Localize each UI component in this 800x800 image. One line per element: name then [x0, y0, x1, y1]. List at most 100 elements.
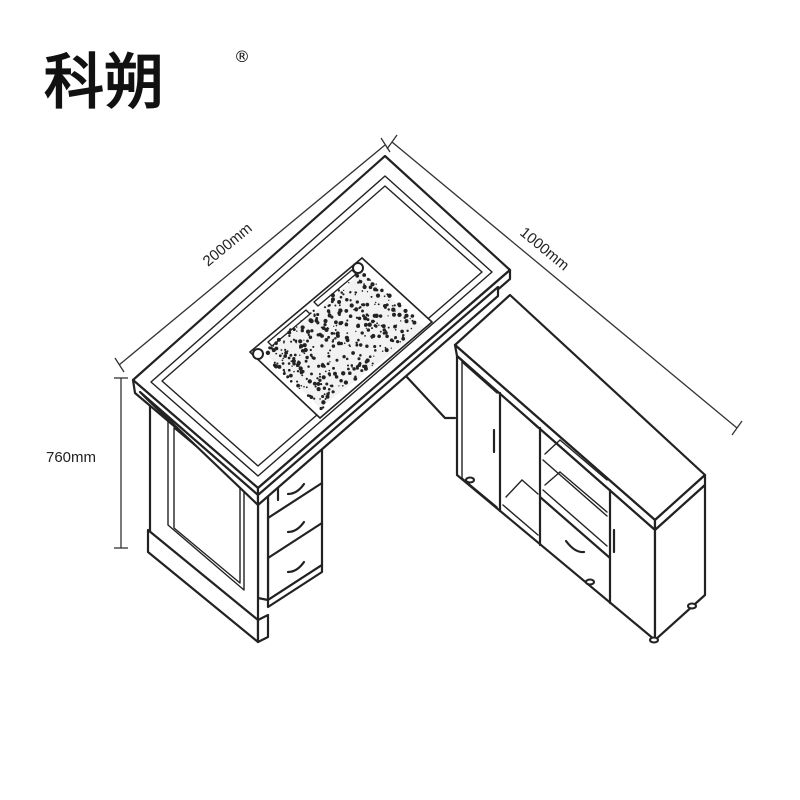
pad-speckle — [382, 328, 387, 332]
pad-speckle — [362, 364, 366, 369]
pad-speckle — [349, 303, 354, 308]
brand-logo: 科朔 ® — [44, 47, 250, 118]
pad-speckle — [377, 334, 381, 339]
pad-speckle — [307, 355, 309, 358]
pad-speckle — [307, 379, 312, 384]
pad-speckle — [318, 372, 321, 376]
pad-speckle — [296, 380, 299, 383]
pad-speckle — [365, 344, 369, 348]
pad-speckle — [292, 356, 296, 361]
pad-speckle — [343, 289, 345, 292]
pad-speckle — [290, 340, 293, 343]
pad-speckle — [410, 314, 415, 318]
pad-speckle — [332, 366, 335, 370]
height-label: 760mm — [46, 449, 96, 466]
pad-speckle — [338, 308, 343, 313]
pad-speckle — [316, 321, 320, 325]
pad-speckle — [361, 309, 364, 313]
pad-speckle — [310, 355, 313, 358]
pad-speckle — [324, 327, 329, 333]
pad-speckle — [320, 344, 324, 348]
pad-speckle — [334, 375, 339, 379]
pad-speckle — [281, 359, 284, 362]
cabinet-drawer-handle — [564, 539, 586, 554]
pad-speckle — [354, 293, 357, 296]
pad-speckle — [305, 355, 309, 360]
pad-speckle — [323, 306, 327, 309]
pad-speckle — [310, 329, 314, 333]
pad-speckle — [338, 385, 340, 387]
pad-speckle — [391, 304, 394, 307]
pad-speckle — [318, 378, 322, 383]
pad-speckle — [350, 364, 354, 367]
pad-speckle — [298, 366, 303, 371]
pad-speckle — [359, 354, 362, 357]
pad-speckle — [298, 387, 301, 390]
pad-speckle — [325, 382, 329, 386]
pad-speckle — [320, 334, 324, 338]
pad-speckle — [289, 379, 293, 383]
pad-speckle — [330, 331, 334, 335]
pad-speckle — [296, 369, 300, 373]
pad-speckle — [323, 323, 327, 327]
pad-speckle — [361, 303, 366, 307]
cabinet-open-shelf — [502, 395, 539, 536]
pad-speckle — [324, 398, 327, 400]
pad-speckle — [316, 312, 320, 317]
pad-speckle — [363, 323, 368, 327]
drawer-handle-1 — [286, 482, 306, 496]
pad-speckle — [339, 341, 343, 346]
pad-speckle — [321, 394, 325, 399]
pad-speckle — [385, 303, 389, 307]
pad-speckle — [403, 308, 408, 313]
pad-speckle — [354, 375, 357, 378]
pad-speckle — [370, 295, 373, 298]
cabinet-drawer — [538, 495, 612, 560]
pad-speckle — [387, 308, 390, 311]
pad-speckle — [293, 370, 295, 373]
pad-speckle — [305, 386, 308, 389]
pad-speckle — [287, 368, 291, 372]
pad-speckle — [322, 406, 325, 409]
pad-speckle — [351, 351, 355, 355]
pad-speckle — [327, 335, 331, 339]
pad-speckle — [366, 291, 369, 293]
pad-speckle — [310, 372, 313, 376]
drawer-handle-3 — [286, 560, 306, 574]
pad-speckle — [313, 315, 316, 318]
side-cabinet — [403, 293, 707, 644]
pad-speckle — [365, 327, 368, 329]
pad-speckle — [364, 365, 367, 368]
pad-speckle — [324, 370, 327, 373]
pad-speckle — [321, 362, 324, 366]
pad-speckle — [398, 304, 402, 308]
pad-speckle — [377, 303, 380, 306]
pad-speckle — [291, 359, 294, 363]
pad-speckle — [348, 371, 352, 375]
pad-speckle — [283, 340, 285, 343]
pad-speckle — [265, 350, 271, 355]
pad-speckle — [374, 324, 378, 328]
pad-speckle — [389, 338, 394, 342]
pad-speckle — [289, 373, 293, 378]
pad-speckle — [303, 347, 308, 353]
pad-speckle — [288, 334, 291, 338]
pad-speckle — [335, 358, 339, 362]
pad-speckle — [303, 339, 305, 341]
pad-speckle — [355, 343, 359, 347]
pad-speckle — [321, 400, 326, 405]
pad-speckle — [384, 346, 387, 349]
pad-speckle — [372, 313, 377, 318]
pad-speckle — [331, 294, 335, 298]
pad-speckle — [339, 295, 343, 299]
pad-speckle — [331, 344, 336, 348]
cabinet-middle-niche — [542, 431, 608, 547]
pad-speckle — [395, 324, 398, 326]
pad-speckle — [305, 377, 308, 381]
pad-speckle — [343, 380, 349, 385]
pad-speckle — [313, 397, 316, 400]
pad-speckle — [281, 362, 285, 365]
pad-speckle — [342, 293, 345, 296]
pad-speckle — [355, 330, 357, 333]
pad-speckle — [276, 362, 279, 365]
